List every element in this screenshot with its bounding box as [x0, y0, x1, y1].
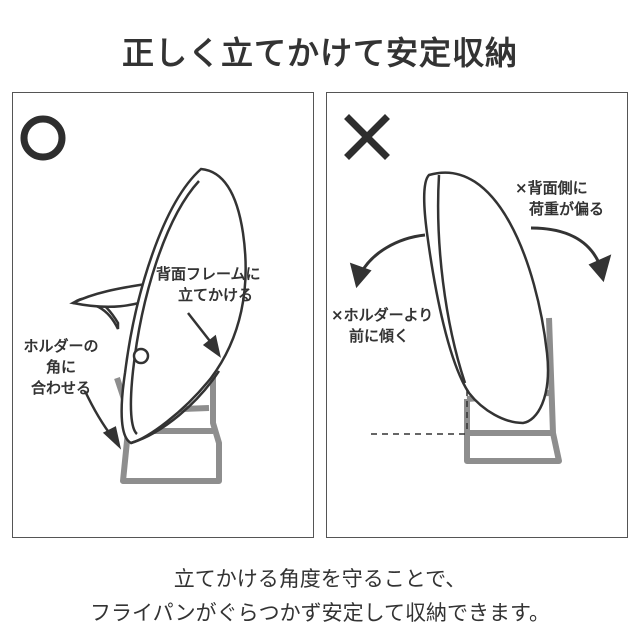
back-load-arrow	[530, 226, 612, 283]
circle-ok-icon	[20, 115, 66, 161]
label-corner-line1: ホルダーの	[23, 337, 99, 355]
correct-example-panel: 背面フレームに 立てかける ホルダーの 角に 合わせる	[12, 92, 314, 538]
label-back-load-line1: ×背面側に	[515, 179, 588, 197]
label-corner-line2: 角に	[45, 358, 76, 376]
cross-ng-icon	[344, 114, 390, 160]
label-back-load: ×背面側に 荷重が偏る	[515, 178, 604, 220]
caption-line1: 立てかける角度を守ることで、	[173, 567, 467, 591]
label-back-load-line2: 荷重が偏る	[529, 200, 605, 218]
incorrect-example-panel: ×背面側に 荷重が偏る ×ホルダーより 前に傾く	[326, 92, 628, 538]
label-back-frame-line1: 背面フレームに	[156, 265, 261, 283]
frying-pan	[423, 171, 550, 425]
page-title: 正しく立てかけて安定収納	[121, 34, 518, 72]
tilt-forward-arrow	[349, 233, 426, 289]
label-tilt: ×ホルダーより 前に傾く	[331, 305, 433, 347]
correct-pan-illustration	[20, 115, 247, 484]
label-tilt-line1: ×ホルダーより	[331, 306, 434, 324]
arrow-to-back-frame	[187, 312, 221, 358]
label-corner-line3: 合わせる	[30, 379, 91, 397]
arrow-to-corner	[83, 390, 122, 450]
frying-pan	[120, 167, 247, 445]
label-back-frame: 背面フレームに 立てかける	[156, 264, 261, 306]
label-corner: ホルダーの 角に 合わせる	[13, 336, 109, 399]
incorrect-pan-illustration	[344, 114, 612, 464]
caption-line2: フライパンがぐらつかず安定して収納できます。	[90, 601, 550, 625]
label-back-frame-line2: 立てかける	[178, 286, 254, 304]
label-tilt-line2: 前に傾く	[349, 327, 410, 345]
